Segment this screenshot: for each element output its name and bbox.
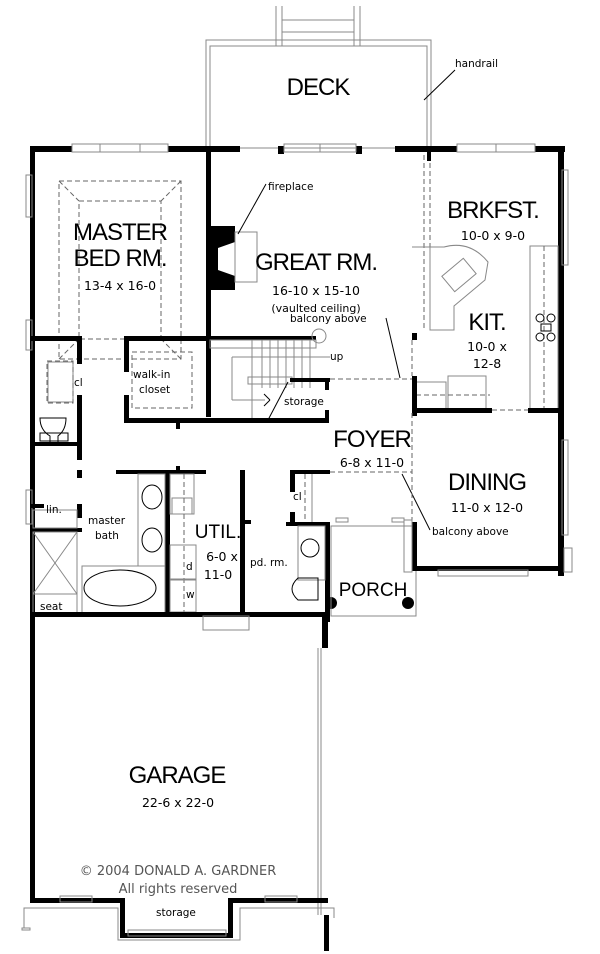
master-suite-walls: [30, 336, 206, 460]
powder-porch-walls: [286, 413, 573, 622]
tray-ceiling: [58, 180, 182, 360]
garage-walls: [21, 616, 335, 951]
stairs: [206, 328, 330, 423]
deck: [205, 6, 456, 149]
kitchen-fixtures: [330, 244, 564, 416]
walls: [25, 143, 569, 616]
bath-util-walls: [30, 466, 330, 631]
